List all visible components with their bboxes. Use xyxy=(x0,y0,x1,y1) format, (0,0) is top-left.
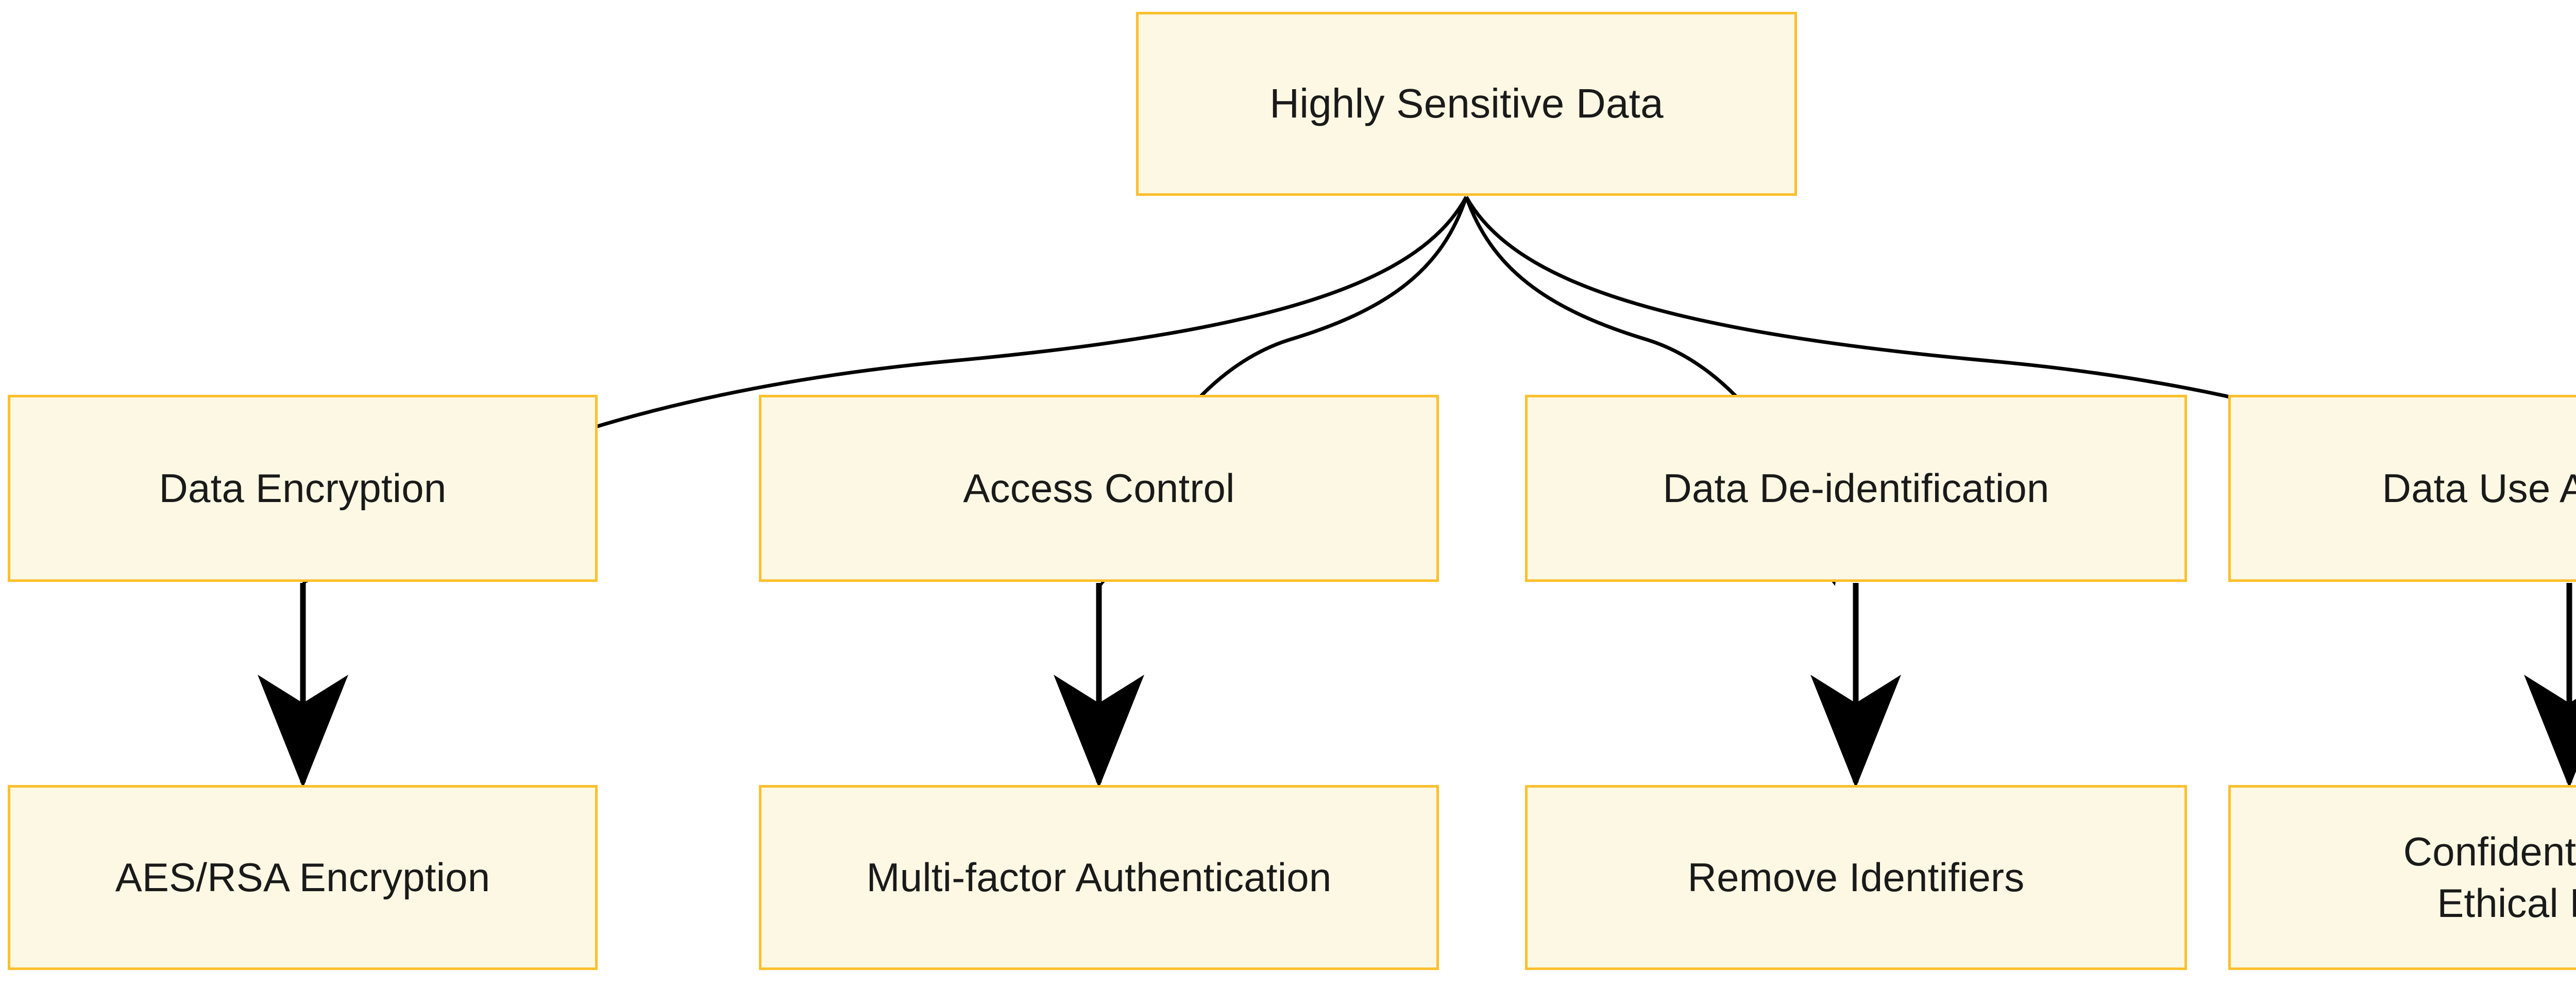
node-label: Multi-factor Authentication xyxy=(866,854,1332,900)
node-label: Data De-identification xyxy=(1663,465,2049,511)
node-multi-factor-authentication[interactable]: Multi-factor Authentication xyxy=(759,785,1439,970)
node-remove-identifiers[interactable]: Remove Identifiers xyxy=(1525,785,2187,970)
node-data-de-identification[interactable]: Data De-identification xyxy=(1525,395,2187,582)
node-highly-sensitive-data[interactable]: Highly Sensitive Data xyxy=(1136,12,1797,196)
node-confidentiality-and-ethical-review[interactable]: Confidentiality and Ethical Review xyxy=(2228,785,2576,970)
node-label: AES/RSA Encryption xyxy=(115,854,490,900)
node-data-use-agreement[interactable]: Data Use Agreement xyxy=(2228,395,2576,582)
node-label: Access Control xyxy=(963,465,1235,511)
node-access-control[interactable]: Access Control xyxy=(759,395,1439,582)
node-label: Highly Sensitive Data xyxy=(1269,80,1664,127)
node-data-encryption[interactable]: Data Encryption xyxy=(8,395,598,582)
node-label: Confidentiality and Ethical Review xyxy=(2403,828,2576,926)
node-aes-rsa-encryption[interactable]: AES/RSA Encryption xyxy=(8,785,598,970)
node-label: Data Use Agreement xyxy=(2382,465,2576,511)
node-label: Data Encryption xyxy=(159,465,447,511)
node-label: Remove Identifiers xyxy=(1687,854,2025,900)
